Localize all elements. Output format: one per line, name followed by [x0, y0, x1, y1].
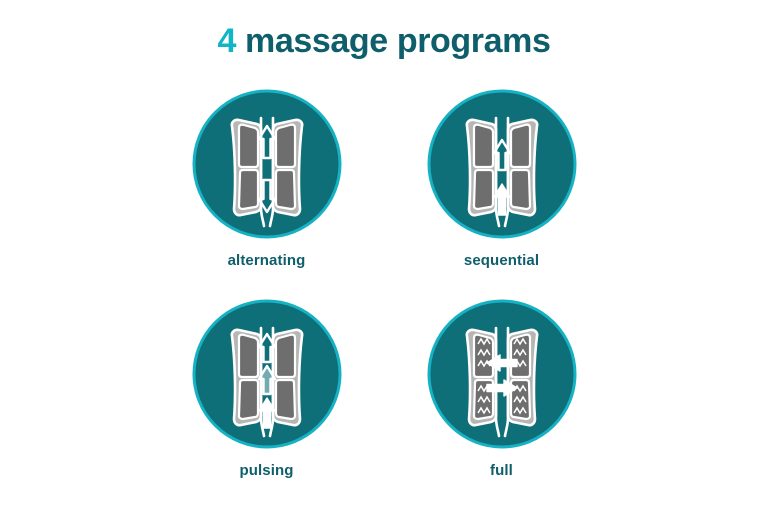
arrow-up-outline-icon	[257, 124, 276, 160]
arrow-up-solid-icon	[492, 183, 511, 216]
program-full: full	[403, 298, 600, 498]
massage-cushion-full-icon	[427, 299, 576, 449]
program-count: 4	[217, 22, 237, 60]
page-title-text: massage programs	[236, 22, 551, 60]
program-label-alternating: alternating	[227, 252, 306, 269]
arrow-left-solid-icon	[485, 354, 518, 372]
massage-cushion-sequential-icon	[427, 89, 576, 239]
program-sequential: sequential	[403, 88, 600, 288]
arrow-up-outline-icon	[492, 138, 511, 172]
massage-cushion-pulsing-icon	[192, 299, 341, 449]
program-alternating: alternating	[168, 88, 365, 288]
program-label-sequential: sequential	[463, 252, 540, 269]
arrow-up-faded-icon	[257, 364, 276, 396]
arrow-up-solid-icon	[257, 397, 276, 429]
massage-cushion-alternating-icon	[192, 89, 341, 239]
arrow-up-outline-icon	[257, 332, 276, 364]
program-pulsing: pulsing	[168, 298, 365, 498]
zigzag-texture-left	[476, 337, 491, 415]
arrow-right-solid-icon	[485, 379, 518, 397]
program-label-pulsing: pulsing	[239, 462, 294, 479]
page-title: 4 massage programs	[0, 22, 768, 61]
program-grid: alternating	[0, 88, 768, 498]
arrow-down-outline-icon	[257, 178, 276, 214]
program-label-full: full	[490, 462, 513, 479]
